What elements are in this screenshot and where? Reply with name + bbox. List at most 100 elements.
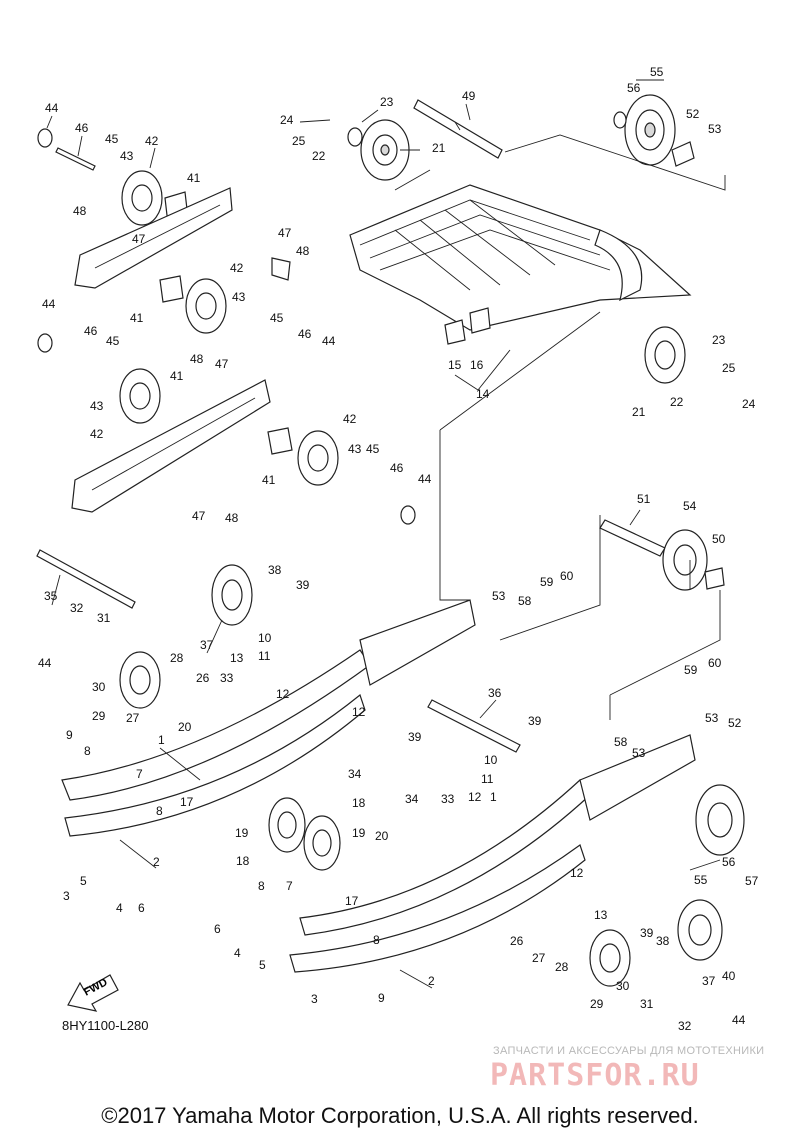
- callout-44: 44: [38, 656, 52, 670]
- callout-23: 23: [380, 95, 394, 109]
- axle-51: [599, 519, 666, 557]
- callout-19: 19: [235, 826, 249, 840]
- callout-18: 18: [352, 796, 366, 810]
- callout-38: 38: [268, 563, 282, 577]
- callout-42: 42: [145, 134, 159, 148]
- callout-47: 47: [278, 226, 292, 240]
- callout-43: 43: [120, 149, 134, 163]
- callout-44: 44: [322, 334, 336, 348]
- callout-55: 55: [694, 873, 708, 887]
- bracket-47-a: [271, 257, 291, 281]
- callout-52: 52: [686, 107, 700, 121]
- callout-labels: 44 46 45 42 43 41 48 47 42 43 47 48 41 4…: [38, 65, 759, 1033]
- callout-12: 12: [468, 790, 482, 804]
- callout-43: 43: [348, 442, 362, 456]
- callout-25: 25: [292, 134, 306, 148]
- bushing-41-c: [267, 427, 293, 455]
- callout-8: 8: [258, 879, 265, 893]
- callout-10: 10: [484, 753, 498, 767]
- callout-17: 17: [345, 894, 359, 908]
- callout-27: 27: [126, 711, 140, 725]
- callout-39: 39: [640, 926, 654, 940]
- wheel-42-d: [297, 430, 339, 486]
- spacer-50: [704, 567, 725, 590]
- callout-5: 5: [80, 874, 87, 888]
- callout-9: 9: [66, 728, 73, 742]
- callout-45: 45: [106, 334, 120, 348]
- callout-31: 31: [640, 997, 654, 1011]
- callout-1: 1: [490, 790, 497, 804]
- wheel-42-b: [185, 278, 227, 334]
- callout-60: 60: [560, 569, 574, 583]
- callout-52: 52: [728, 716, 742, 730]
- callout-37: 37: [702, 974, 716, 988]
- callout-50: 50: [712, 532, 726, 546]
- callout-26: 26: [196, 671, 210, 685]
- callout-53: 53: [492, 589, 506, 603]
- watermark-logo: PARTSFOR.RU: [490, 1058, 700, 1093]
- callout-38: 38: [656, 934, 670, 948]
- callout-55: 55: [650, 65, 664, 79]
- callout-45: 45: [366, 442, 380, 456]
- callout-47: 47: [215, 357, 229, 371]
- leader-lines: [46, 79, 721, 989]
- callout-48: 48: [190, 352, 204, 366]
- callout-12: 12: [570, 866, 584, 880]
- watermark-text: ЗАПЧАСТИ И АКСЕССУАРЫ ДЛЯ МОТОТЕХНИКИ: [493, 1045, 765, 1057]
- wheel-37-a: [211, 564, 253, 626]
- callout-40: 40: [722, 969, 736, 983]
- callout-46: 46: [84, 324, 98, 338]
- callout-3: 3: [63, 889, 70, 903]
- reference-lines: [394, 134, 726, 720]
- callout-4: 4: [234, 946, 241, 960]
- callout-53: 53: [708, 122, 722, 136]
- callout-29: 29: [92, 709, 106, 723]
- callout-8: 8: [156, 804, 163, 818]
- callout-25: 25: [722, 361, 736, 375]
- wheel-55-lower: [695, 784, 745, 856]
- callout-58: 58: [614, 735, 628, 749]
- shaft-36: [427, 699, 521, 753]
- callout-2: 2: [153, 855, 160, 869]
- callout-7: 7: [136, 767, 143, 781]
- callout-9: 9: [378, 991, 385, 1005]
- callout-6: 6: [214, 922, 221, 936]
- callout-30: 30: [616, 979, 630, 993]
- washer-44-c: [400, 505, 416, 525]
- callout-12: 12: [276, 687, 290, 701]
- hub-22-top: [347, 127, 363, 147]
- callout-22: 22: [670, 395, 684, 409]
- callout-44: 44: [418, 472, 432, 486]
- diagram-code: 8HY1100-L280: [62, 1018, 149, 1033]
- callout-58: 58: [518, 594, 532, 608]
- callout-33: 33: [441, 792, 455, 806]
- wheel-29-a: [119, 651, 161, 709]
- callout-39: 39: [528, 714, 542, 728]
- callout-6: 6: [138, 901, 145, 915]
- callout-47: 47: [192, 509, 206, 523]
- callout-46: 46: [298, 327, 312, 341]
- callout-36: 36: [488, 686, 502, 700]
- callout-11: 11: [481, 772, 494, 786]
- callout-41: 41: [130, 311, 144, 325]
- callout-53: 53: [632, 746, 646, 760]
- rail-upper-left: [74, 187, 233, 289]
- callout-31: 31: [97, 611, 111, 625]
- callout-8: 8: [373, 933, 380, 947]
- callout-48: 48: [73, 204, 87, 218]
- callout-18: 18: [236, 854, 250, 868]
- callout-42: 42: [230, 261, 244, 275]
- callout-56: 56: [722, 855, 736, 869]
- idler-wheel-21-right: [644, 326, 686, 384]
- callout-45: 45: [270, 311, 284, 325]
- callout-3: 3: [311, 992, 318, 1006]
- callout-57: 57: [745, 874, 759, 888]
- callout-4: 4: [116, 901, 123, 915]
- callout-32: 32: [678, 1019, 692, 1033]
- callout-14: 14: [476, 387, 490, 401]
- callout-11: 11: [258, 649, 271, 663]
- callout-39: 39: [408, 730, 422, 744]
- callout-28: 28: [555, 960, 569, 974]
- callout-42: 42: [90, 427, 104, 441]
